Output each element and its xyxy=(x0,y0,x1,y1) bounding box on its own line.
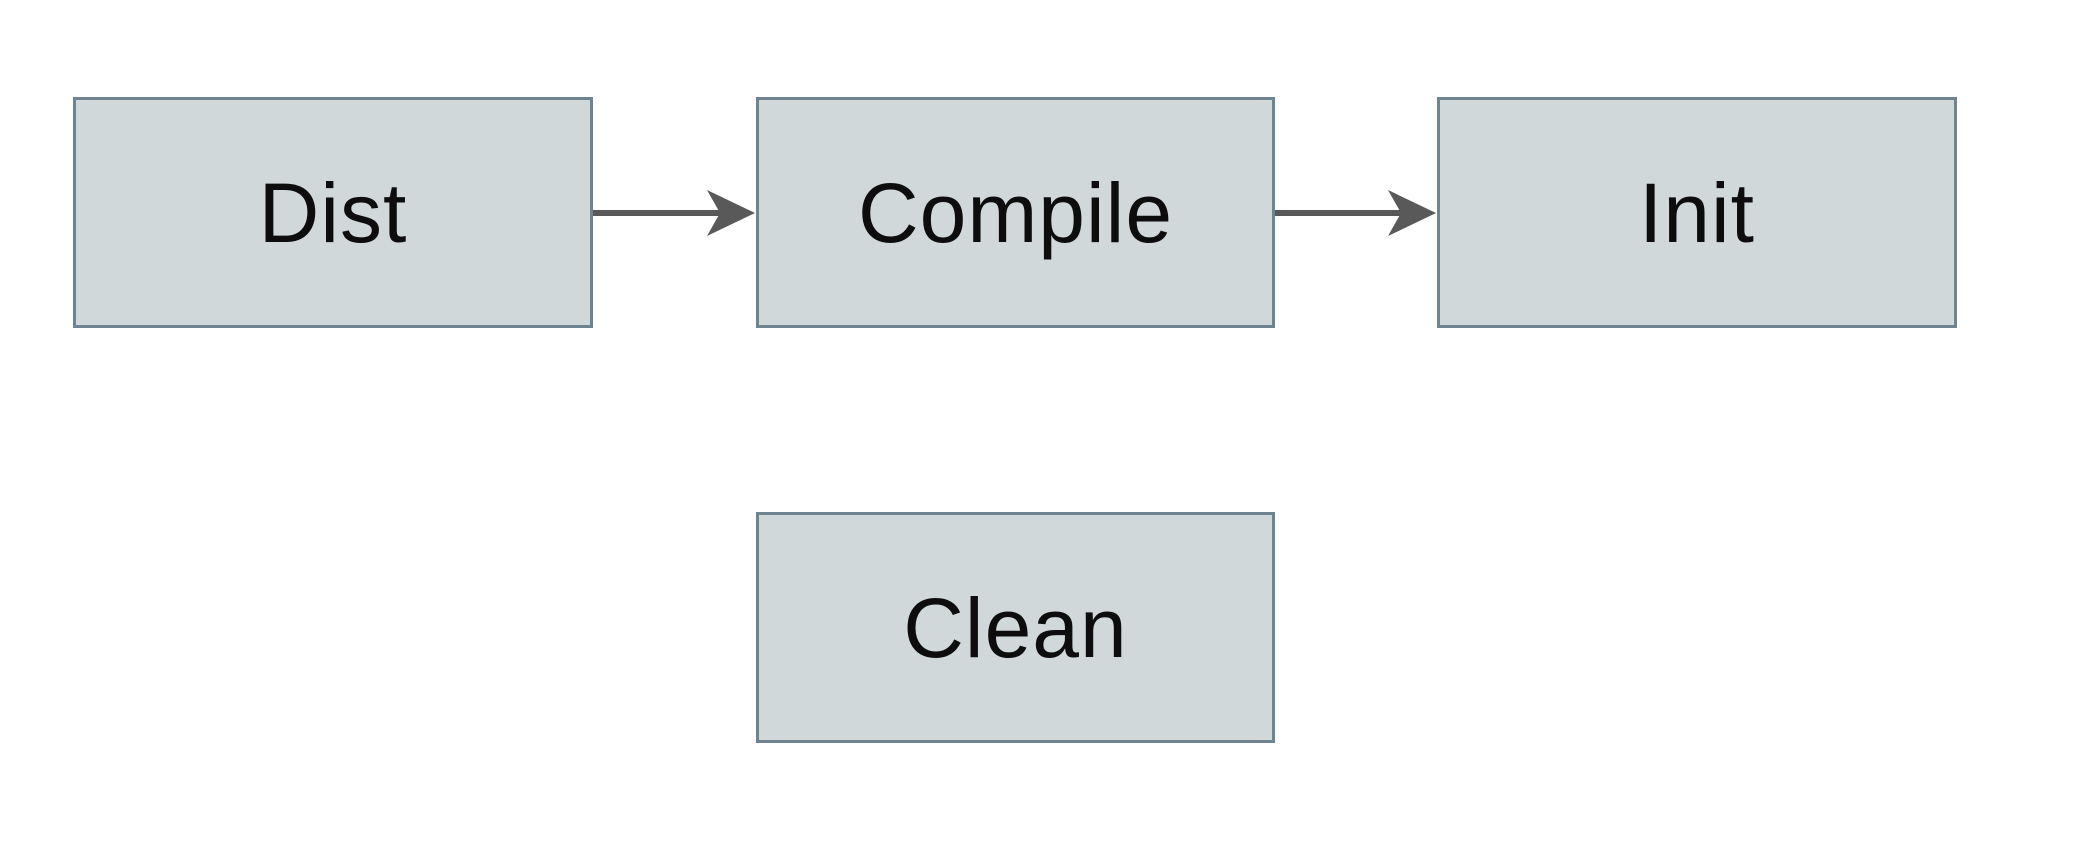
node-compile: Compile xyxy=(756,97,1275,328)
node-dist: Dist xyxy=(73,97,593,328)
node-clean: Clean xyxy=(756,512,1275,743)
node-compile-label: Compile xyxy=(857,165,1174,260)
node-init-label: Init xyxy=(1638,165,1756,260)
node-init: Init xyxy=(1437,97,1957,328)
arrow-dist-to-compile xyxy=(593,190,755,236)
node-clean-label: Clean xyxy=(903,580,1128,675)
node-dist-label: Dist xyxy=(258,165,408,260)
arrow-compile-to-init xyxy=(1275,190,1436,236)
